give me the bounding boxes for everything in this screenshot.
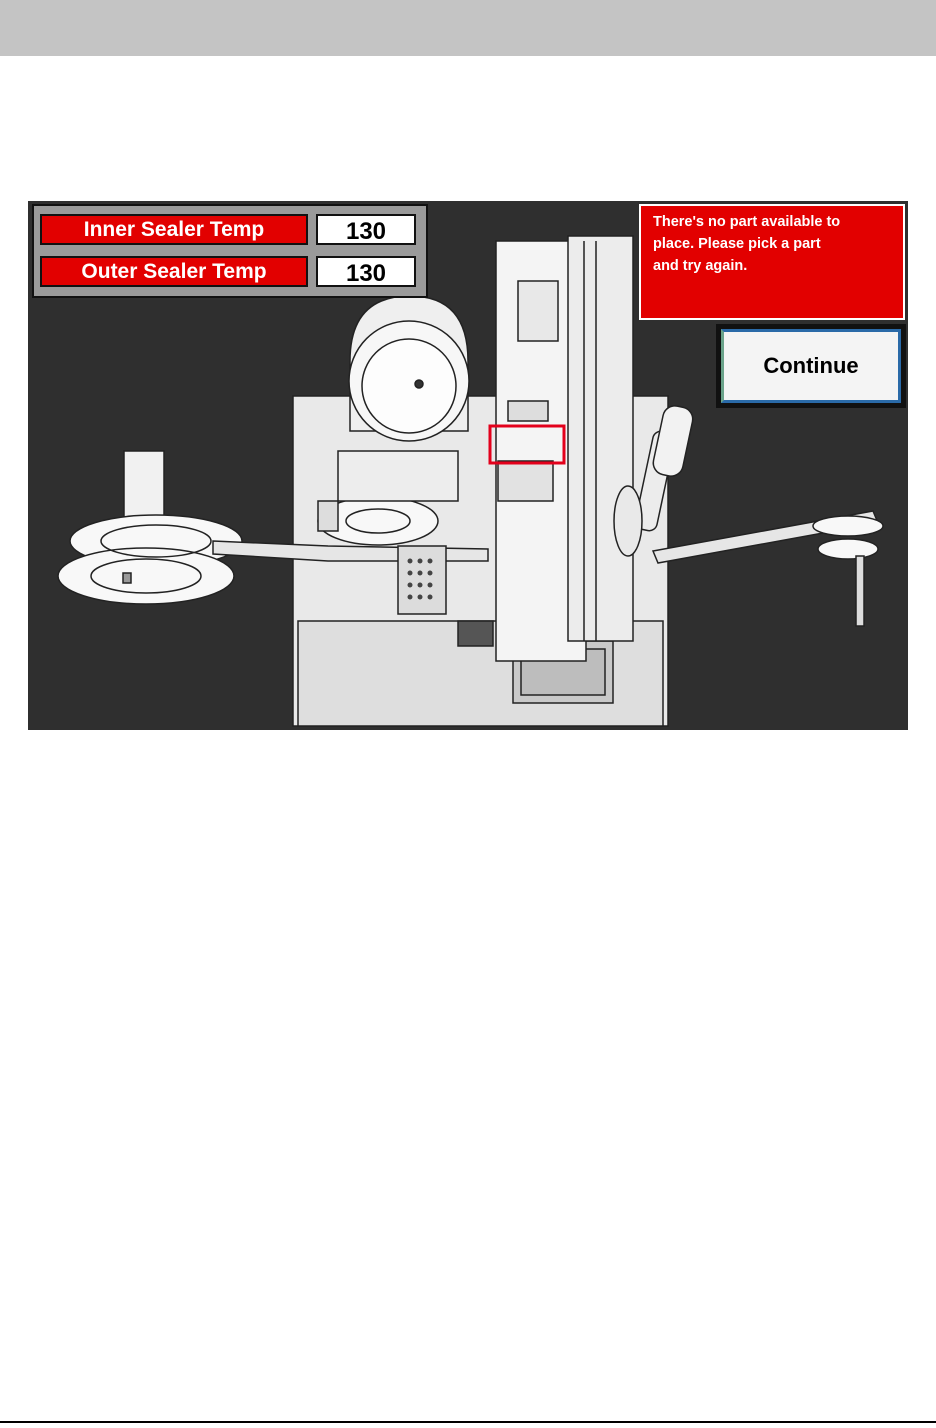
inner-sealer-row: Inner Sealer Temp 130 — [40, 214, 420, 245]
continue-button-frame: Continue — [716, 324, 906, 408]
hmi-screen: Inner Sealer Temp 130 Outer Sealer Temp … — [28, 201, 908, 730]
inner-sealer-label: Inner Sealer Temp — [40, 214, 308, 245]
inner-sealer-value[interactable]: 130 — [316, 214, 416, 245]
outer-sealer-row: Outer Sealer Temp 130 — [40, 256, 420, 287]
error-message: There's no part available to place. Plea… — [639, 204, 905, 320]
temperature-panel: Inner Sealer Temp 130 Outer Sealer Temp … — [32, 204, 428, 298]
outer-sealer-label: Outer Sealer Temp — [40, 256, 308, 287]
header-bar — [0, 0, 936, 56]
footer-rule — [0, 1421, 936, 1423]
continue-button[interactable]: Continue — [721, 329, 901, 403]
outer-sealer-value[interactable]: 130 — [316, 256, 416, 287]
